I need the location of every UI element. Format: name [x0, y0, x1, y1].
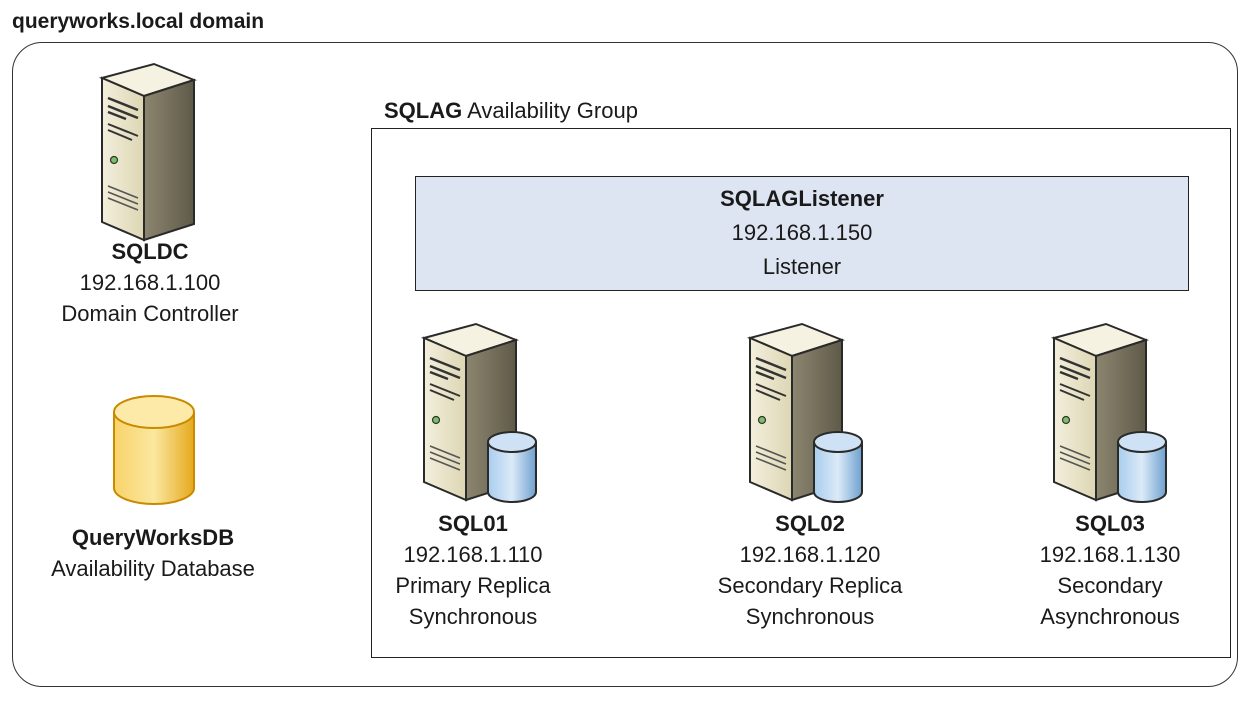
- domain-title: queryworks.local domain: [12, 10, 265, 33]
- replica-name: SQL02: [775, 511, 845, 536]
- replica-sql02-label: SQL02 192.168.1.120 Secondary Replica Sy…: [690, 508, 930, 632]
- replica-sql03-label: SQL03 192.168.1.130 Secondary Asynchrono…: [1010, 508, 1210, 632]
- server-icon: [92, 58, 204, 250]
- replica-mode: Synchronous: [408, 604, 538, 629]
- replica-role: Secondary Replica: [717, 573, 903, 598]
- domain-controller-name: SQLDC: [111, 239, 189, 264]
- replica-ip: 192.168.1.110: [403, 542, 543, 567]
- replica-mode: Synchronous: [745, 604, 875, 629]
- listener-box: SQLAGListener 192.168.1.150 Listener: [415, 176, 1189, 291]
- replica-ip: 192.168.1.120: [739, 542, 881, 567]
- listener-ip: 192.168.1.150: [731, 220, 873, 245]
- database-role: Availability Database: [51, 556, 255, 581]
- replica-sql01-label: SQL01 192.168.1.110 Primary Replica Sync…: [368, 508, 578, 632]
- availability-group-suffix: Availability Group: [467, 98, 638, 123]
- availability-group-name: SQLAG: [384, 98, 463, 123]
- replica-name: SQL01: [438, 511, 508, 536]
- replica-name: SQL03: [1075, 511, 1145, 536]
- domain-controller-role: Domain Controller: [61, 301, 239, 326]
- replica-role: Primary Replica: [395, 573, 551, 598]
- replica-role: Secondary: [1057, 573, 1163, 598]
- listener-name: SQLAGListener: [720, 186, 884, 211]
- listener-role: Listener: [762, 254, 842, 279]
- domain-controller-ip: 192.168.1.100: [79, 270, 221, 295]
- replica-mode: Asynchronous: [1040, 604, 1180, 629]
- database-icon: [108, 390, 200, 516]
- availability-group-title: SQLAG Availability Group: [384, 98, 638, 124]
- replica-ip: 192.168.1.130: [1039, 542, 1181, 567]
- database-label: QueryWorksDB Availability Database: [28, 522, 278, 584]
- server-with-database-icon: [1044, 318, 1176, 510]
- server-with-database-icon: [740, 318, 872, 510]
- database-name: QueryWorksDB: [71, 525, 235, 550]
- domain-container: [12, 42, 1238, 687]
- domain-controller-label: SQLDC 192.168.1.100 Domain Controller: [40, 236, 260, 329]
- server-with-database-icon: [414, 318, 546, 510]
